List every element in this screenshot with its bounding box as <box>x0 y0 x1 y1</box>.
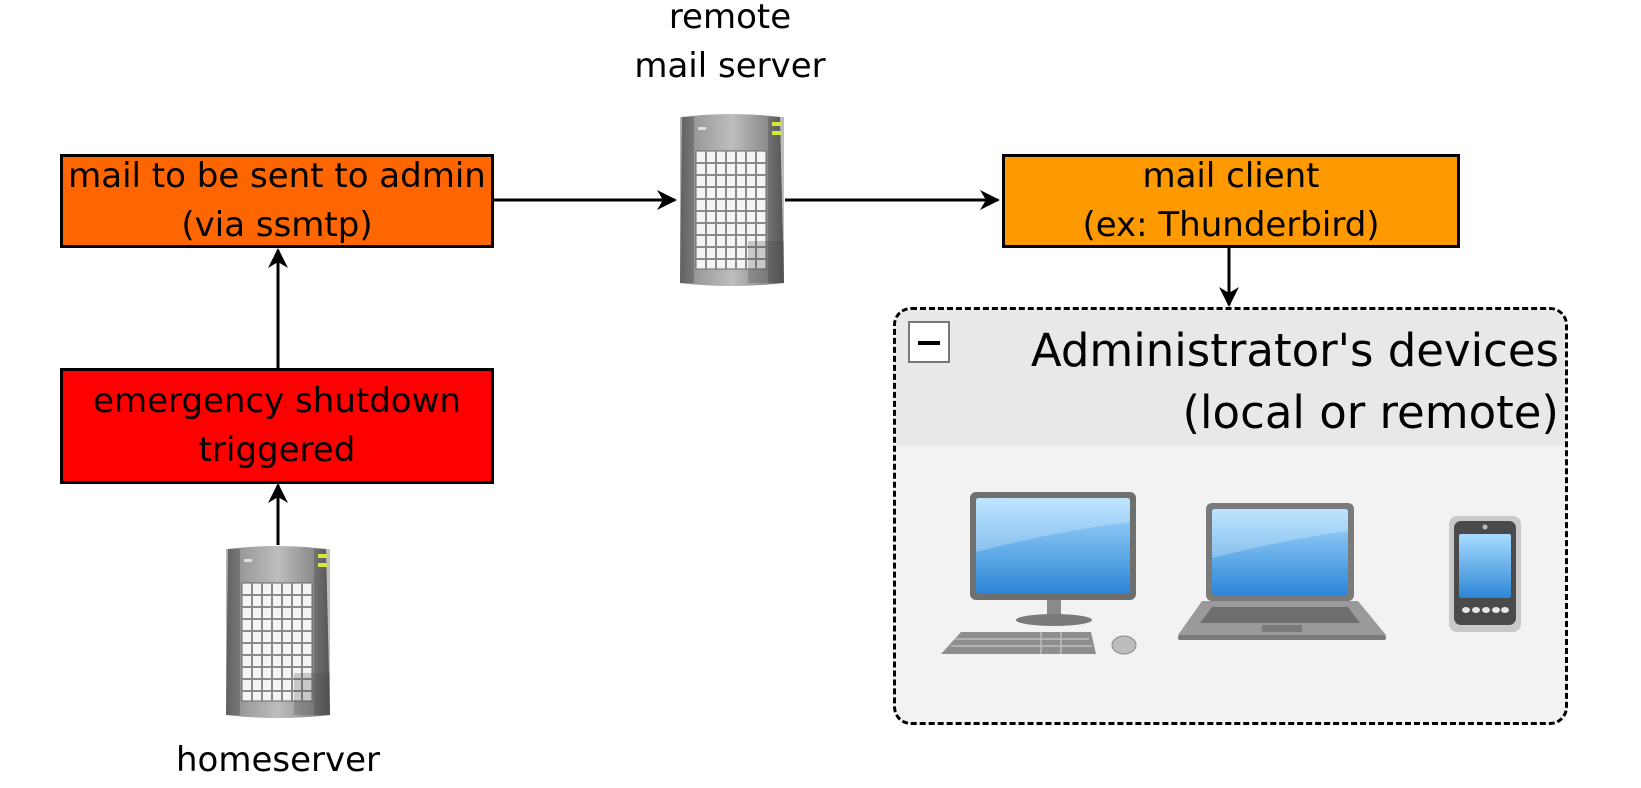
mail-to-admin-line2: (via ssmtp) <box>181 205 373 245</box>
admin-devices-group-header: Administrator's devices (local or remote… <box>896 310 1565 446</box>
admin-devices-title-line1: Administrator's devices <box>1030 324 1559 377</box>
admin-devices-title: Administrator's devices (local or remote… <box>1031 320 1559 444</box>
smartphone-icon <box>1449 516 1521 632</box>
admin-devices-title-line2: (local or remote) <box>1182 386 1559 439</box>
admin-devices-group: Administrator's devices (local or remote… <box>893 307 1568 725</box>
mail-client-node: mail client (ex: Thunderbird) <box>1002 154 1460 248</box>
remote-server-label-line1: remote <box>668 0 792 37</box>
mail-client-line2: (ex: Thunderbird) <box>1082 205 1380 245</box>
remote-server-label: remote mail server <box>590 0 870 91</box>
emergency-shutdown-line2: triggered <box>198 430 356 470</box>
emergency-shutdown-node: emergency shutdown triggered <box>60 368 494 484</box>
emergency-shutdown-line1: emergency shutdown <box>93 381 461 421</box>
desktop-computer-icon <box>941 492 1137 655</box>
homeserver-icon <box>226 546 330 718</box>
mail-client-line1: mail client <box>1142 156 1320 196</box>
collapse-minus-icon[interactable] <box>908 321 950 363</box>
homeserver-label: homeserver <box>175 740 381 780</box>
remote-server-icon <box>680 114 784 286</box>
mail-to-admin-line1: mail to be sent to admin <box>68 156 486 196</box>
remote-server-label-line2: mail server <box>634 46 826 86</box>
mail-to-admin-node: mail to be sent to admin (via ssmtp) <box>60 154 494 248</box>
laptop-icon <box>1178 503 1386 640</box>
